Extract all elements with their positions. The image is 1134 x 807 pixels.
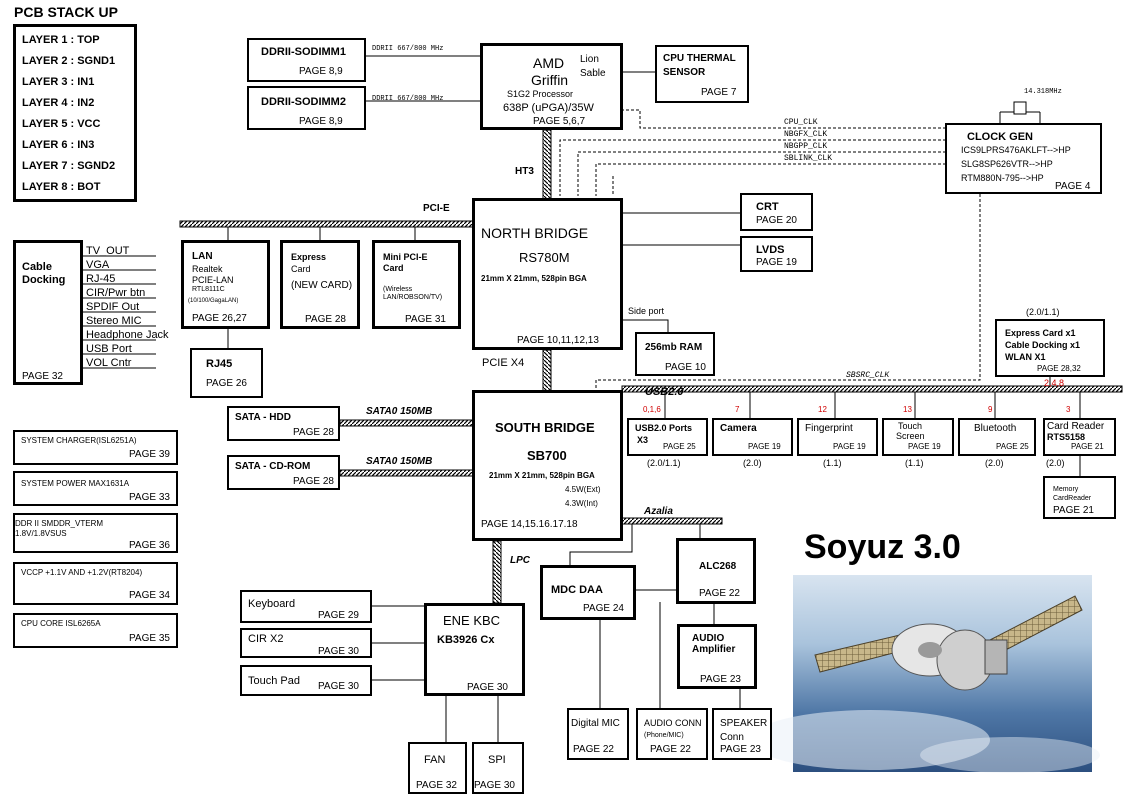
usb1-ver: (2.0) — [743, 458, 762, 468]
pcie-label: PCI-E — [423, 203, 450, 214]
express-card-block: Express Card (NEW CARD) PAGE 28 — [280, 240, 360, 329]
dock-tv-out: TV_OUT — [86, 245, 130, 257]
cpu-thermal-sensor: CPU THERMAL SENSOR PAGE 7 — [655, 45, 749, 103]
usb5-ver: (2.0) — [1046, 458, 1065, 468]
usb2-ver: (1.1) — [823, 458, 842, 468]
fingerprint-block: Fingerprint PAGE 19 — [797, 418, 878, 456]
layer-8: LAYER 8 : BOT — [22, 181, 101, 193]
layer-5: LAYER 5 : VCC — [22, 118, 101, 130]
clock-gen: CLOCK GEN ICS9LPRS476AKLFT-->HP SLG8SP62… — [945, 123, 1102, 194]
usb2-port: 12 — [818, 405, 827, 414]
usb4-ver: (2.0) — [985, 458, 1004, 468]
clk-nbgfx: NBGFX_CLK — [784, 130, 828, 139]
layer-1: LAYER 1 : TOP — [22, 34, 100, 46]
usb0-ver: (2.0/1.1) — [647, 458, 681, 468]
layer-2: LAYER 2 : SGND1 — [22, 55, 116, 67]
dock-vga: VGA — [86, 259, 110, 271]
sata-hdd-bus: SATA0 150MB — [366, 406, 433, 417]
bluetooth-block: Bluetooth PAGE 25 — [958, 418, 1036, 456]
side-port-label: Side port — [628, 306, 665, 316]
layer-7: LAYER 7 : SGND2 — [22, 160, 116, 172]
usb5-port: 3 — [1066, 405, 1071, 414]
touch-screen-block: Touch Screen PAGE 19 — [882, 418, 954, 456]
alc268-codec: ALC268 PAGE 22 — [676, 538, 756, 604]
usb1-port: 7 — [735, 405, 740, 414]
expcard-usb-group: Express Card x1 Cable Docking x1 WLAN X1… — [995, 319, 1105, 377]
sata-cdrom: SATA - CD-ROM PAGE 28 — [227, 455, 340, 490]
dock-rj45: RJ-45 — [86, 273, 116, 285]
usb3-ver: (1.1) — [905, 458, 924, 468]
clk-sblink: SBLINK_CLK — [784, 154, 833, 163]
layer-4: LAYER 4 : IN2 — [22, 97, 95, 109]
clk-cpu: CPU_CLK — [784, 118, 818, 127]
lpc-label: LPC — [510, 555, 530, 566]
cir-block: CIR X2 PAGE 30 — [240, 628, 372, 658]
spi-block: SPI PAGE 30 — [472, 742, 524, 794]
ddr-bus-label-2: DDRII 667/800 MHz — [372, 95, 444, 103]
sbsrc-clk-label: SBSRC_CLK — [846, 371, 890, 380]
ddr-bus-label-1: DDRII 667/800 MHz — [372, 45, 444, 53]
power-system: SYSTEM POWER MAX1631A PAGE 33 — [13, 471, 178, 506]
crystal-label: 14.318MHz — [1024, 88, 1062, 96]
ddr-sodimm1: DDRII-SODIMM1 PAGE 8,9 — [247, 38, 366, 82]
crt-block: CRT PAGE 20 — [740, 193, 813, 231]
layer-3: LAYER 3 : IN1 — [22, 76, 95, 88]
lvds-block: LVDS PAGE 19 — [740, 236, 813, 272]
soyuz-photo — [750, 575, 1100, 773]
power-ddr-vterm: DDR II SMDDR_VTERM 1.8V/1.8VSUS PAGE 36 — [13, 513, 178, 553]
audio-amplifier: AUDIO Amplifier PAGE 23 — [677, 624, 757, 689]
ene-kbc: ENE KBC KB3926 Cx PAGE 30 — [424, 603, 525, 696]
dock-cir: CIR/Pwr btn — [86, 287, 146, 299]
azalia-label: Azalia — [644, 506, 673, 517]
usb-ports-block: USB2.0 Ports X3 PAGE 25 — [627, 418, 708, 456]
layer-6: LAYER 6 : IN3 — [22, 139, 95, 151]
brand-title: Soyuz 3.0 — [804, 528, 961, 566]
ddr-sodimm2: DDRII-SODIMM2 PAGE 8,9 — [247, 86, 366, 130]
north-bridge: NORTH BRIDGE RS780M 21mm X 21mm, 528pin … — [472, 198, 623, 350]
usb3-port: 13 — [903, 405, 912, 414]
dock-spdif: SPDIF Out — [86, 301, 140, 313]
power-cpu-core: CPU CORE ISL6265A PAGE 35 — [13, 613, 178, 648]
rj45-block: RJ45 PAGE 26 — [190, 348, 263, 398]
camera-block: Camera PAGE 19 — [712, 418, 793, 456]
speaker-connector: SPEAKER Conn PAGE 23 — [712, 708, 772, 760]
clk-nbgpp: NBGPP_CLK — [784, 142, 828, 151]
usb-bus-label: USB2.0 — [645, 386, 684, 398]
dock-mic: Stereo MIC — [86, 315, 142, 327]
usb4-port: 9 — [988, 405, 993, 414]
power-vccp: VCCP +1.1V AND +1.2V(RT8204) PAGE 34 — [13, 562, 178, 605]
dock-vol: VOL Cntr — [86, 357, 132, 369]
digital-mic: Digital MIC PAGE 22 — [567, 708, 629, 760]
audio-connector: AUDIO CONN (Phone/MIC) PAGE 22 — [636, 708, 708, 760]
touchpad-block: Touch Pad PAGE 30 — [240, 665, 372, 696]
fan-block: FAN PAGE 32 — [408, 742, 467, 794]
cable-docking-block: Cable Docking PAGE 32 — [13, 240, 83, 385]
dock-headphone: Headphone Jack — [86, 329, 169, 341]
south-bridge: SOUTH BRIDGE SB700 21mm X 21mm, 528pin B… — [472, 390, 623, 541]
mini-pcie-block: Mini PCI-E Card (Wireless LAN/ROBSON/TV)… — [372, 240, 461, 329]
sata-cd-bus: SATA0 150MB — [366, 456, 433, 467]
stackup-title: PCB STACK UP — [14, 4, 118, 20]
expcard-ports: 2,4,8 — [1044, 378, 1065, 388]
pcie-x4-label: PCIE X4 — [482, 357, 525, 369]
cpu-block: AMD Griffin Lion Sable S1G2 Processor 63… — [480, 43, 623, 130]
mdc-daa: MDC DAA PAGE 24 — [540, 565, 636, 620]
expcard-ver: (2.0/1.1) — [1026, 307, 1060, 317]
sideport-ram: 256mb RAM PAGE 10 — [635, 332, 715, 376]
usb0-port: 0,1,6 — [643, 405, 661, 414]
dock-usb: USB Port — [86, 343, 132, 355]
power-charger: SYSTEM CHARGER(ISL6251A) PAGE 39 — [13, 430, 178, 465]
keyboard-block: Keyboard PAGE 29 — [240, 590, 372, 623]
card-reader-block: Card Reader RTS5158 PAGE 21 — [1043, 418, 1116, 456]
memory-card-reader: Memory CardReader PAGE 21 — [1043, 476, 1116, 519]
sata-hdd: SATA - HDD PAGE 28 — [227, 406, 340, 441]
ht3-label: HT3 — [515, 166, 534, 177]
lan-block: LAN Realtek PCIE-LAN RTL8111C (10/100/Ga… — [181, 240, 270, 329]
stackup-box: LAYER 1 : TOP LAYER 2 : SGND1 LAYER 3 : … — [13, 24, 137, 202]
